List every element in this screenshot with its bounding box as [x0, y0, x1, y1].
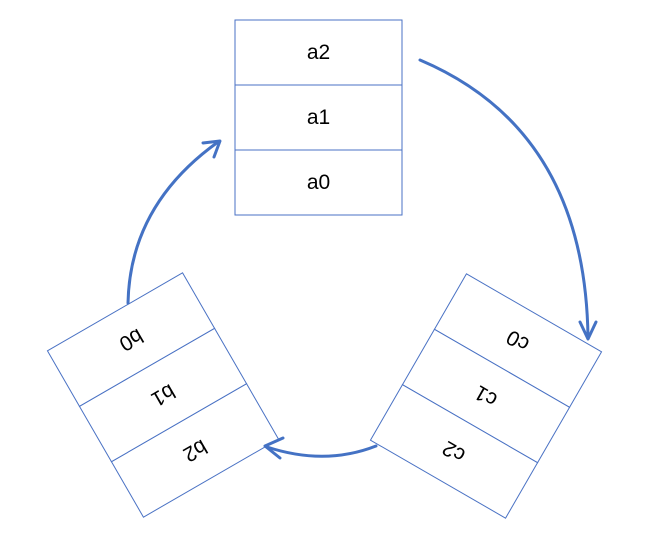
arrow-b-to-a-head — [201, 139, 222, 159]
stack-a-cell-a1-label: a1 — [307, 106, 330, 129]
stack-a-cell-a1: a1 — [234, 84, 403, 151]
stack-b: b2 b1 b0 — [46, 272, 280, 518]
stack-a-cell-a0: a0 — [234, 149, 403, 216]
stack-c-cell-c2: c2 — [369, 384, 539, 519]
stack-a-cell-a0-label: a0 — [307, 171, 330, 194]
stack-a-cell-a2-label: a2 — [307, 41, 330, 64]
stack-a-cell-a2: a2 — [234, 19, 403, 86]
stack-a: a2 a1 a0 — [234, 19, 403, 216]
arrow-c-to-b — [263, 436, 378, 460]
arrow-a-to-c-curve — [418, 58, 590, 339]
stack-c-cell-c1: c1 — [401, 328, 571, 464]
stack-b-cell-b2: b2 — [110, 383, 280, 518]
arrow-c-to-b-curve — [265, 444, 378, 458]
stack-b-cell-b0: b0 — [46, 272, 216, 407]
arrow-a-to-c-head — [578, 320, 598, 341]
stack-b-cell-b1: b1 — [78, 327, 248, 463]
arrow-b-to-a — [126, 139, 222, 305]
stack-c: c0 c1 c2 — [369, 273, 603, 519]
arrow-c-to-b-head — [263, 436, 285, 460]
arrow-b-to-a-curve — [126, 140, 220, 305]
stack-c-cell-c0: c0 — [433, 273, 603, 408]
arrow-a-to-c — [418, 58, 598, 341]
